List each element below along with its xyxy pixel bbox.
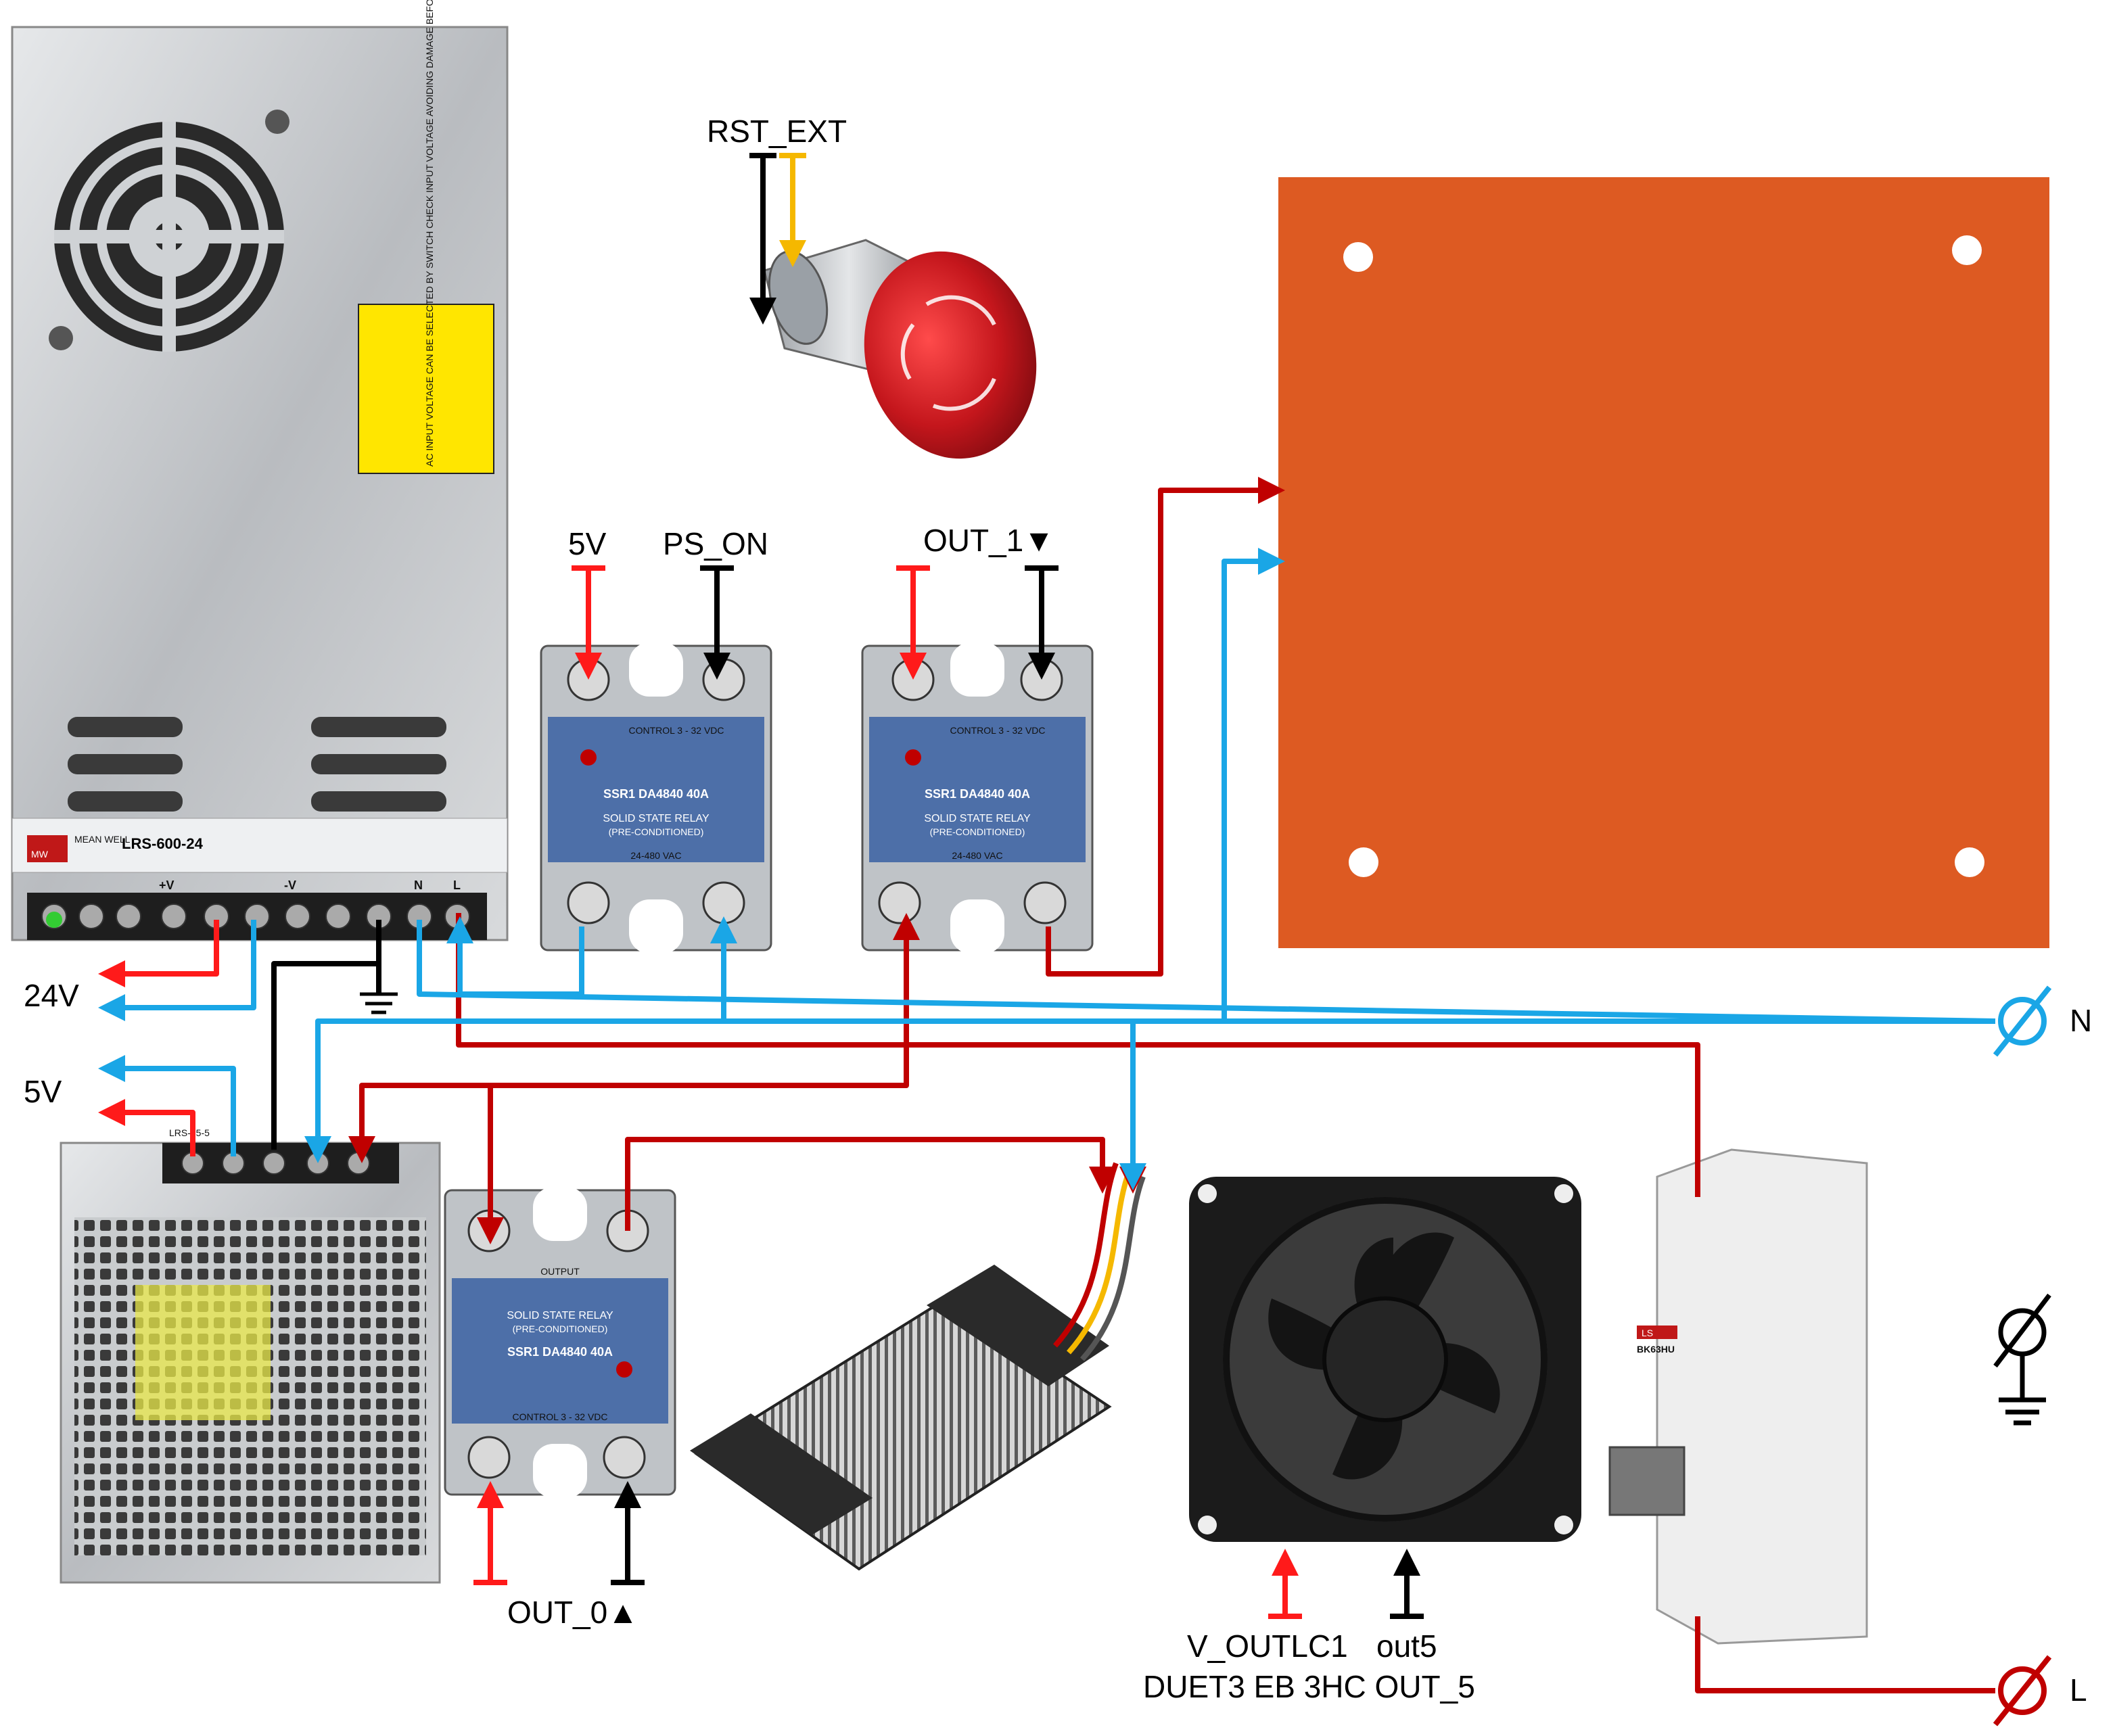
circuit-breaker: LS BK63HU: [1608, 1148, 1868, 1645]
term-l: L: [453, 878, 461, 892]
psu-small-model: LRS-35-5: [169, 1127, 210, 1138]
label-live: L: [2070, 1672, 2087, 1708]
ssr-title: SOLID STATE RELAY: [603, 813, 710, 824]
label-v-outlc1: V_OUTLC1: [1187, 1628, 1348, 1664]
ssr-output-range: 24-480 VAC: [952, 850, 1002, 861]
label-out5: out5: [1376, 1628, 1437, 1664]
breaker-model: BK63HU: [1637, 1344, 1675, 1355]
ssr-subtitle: (PRE-CONDITIONED): [609, 826, 704, 837]
psu-24v-plus: [98, 920, 219, 987]
ssr-title: SOLID STATE RELAY: [924, 813, 1031, 824]
svg-text:MW: MW: [31, 849, 49, 860]
label-out-0: OUT_0▲: [507, 1595, 638, 1630]
psu-main: AC INPUT VOLTAGE CAN BE SELECTED BY SWIT…: [11, 0, 509, 941]
neutral-to-heatbed: [1222, 548, 1285, 1021]
ssr-ps-on: SSR1 DA4840 40A SOLID STATE RELAY (PRE-C…: [540, 642, 772, 954]
label-out-1: OUT_1▼: [923, 523, 1054, 558]
ssr0-to-heater: [625, 1137, 1116, 1231]
warning-text: AC INPUT VOLTAGE CAN BE SELECTED BY SWIT…: [424, 0, 435, 467]
neutral-ssr-ps-on: [446, 916, 584, 997]
ssr-model: SSR1 DA4840 40A: [507, 1345, 613, 1359]
ssr-output: OUTPUT: [540, 1266, 580, 1277]
neutral-bus: [417, 920, 1996, 1024]
psu-5v-minus: [98, 1055, 236, 1156]
psu-main-model: LRS-600-24: [122, 835, 204, 852]
psu-main-terminals: [41, 904, 470, 929]
ground-link: [271, 920, 381, 1150]
psu-24v-minus: [98, 920, 256, 1021]
ssr-subtitle: (PRE-CONDITIONED): [513, 1323, 608, 1334]
live-to-psu-small: [348, 1045, 909, 1163]
label-5v-left: 5V: [24, 1074, 62, 1109]
ssr-model: SSR1 DA4840 40A: [603, 787, 709, 801]
live-terminal-icon: [1993, 1655, 2052, 1727]
ssr-model: SSR1 DA4840 40A: [925, 787, 1030, 801]
breaker-to-l: [1695, 1616, 1995, 1693]
ssr-control: CONTROL 3 - 32 VDC: [512, 1411, 607, 1422]
breaker-brand: LS: [1642, 1328, 1653, 1338]
pe-ground-icon: [1993, 1293, 2051, 1426]
label-duet3: DUET3 EB 3HC OUT_5: [1143, 1669, 1475, 1704]
neutral-to-psu-small: [304, 1018, 609, 1163]
rotate-arrows-icon: [900, 295, 996, 411]
live-bus: [456, 913, 1700, 1197]
ssr-control: CONTROL 3 - 32 VDC: [628, 725, 724, 736]
ssr-out0: OUTPUT SOLID STATE RELAY (PRE-CONDITIONE…: [444, 1187, 676, 1498]
neutral-terminal-icon: [1993, 985, 2052, 1057]
label-neutral: N: [2070, 1003, 2092, 1038]
wire-end-caps: [473, 153, 1424, 1619]
cooling-fan: [1189, 1177, 1581, 1542]
ssr-title: SOLID STATE RELAY: [507, 1310, 613, 1321]
term-plus-v: +V: [159, 878, 175, 892]
label-24v: 24V: [24, 978, 79, 1013]
fan-grille-icon: [54, 122, 284, 352]
psu-main-brand: MEAN WELL: [74, 834, 131, 845]
ptc-heater: [690, 1162, 1146, 1571]
heatbed: [1278, 177, 2049, 948]
emergency-stop-button: [763, 239, 1037, 459]
label-5v-top: 5V: [568, 526, 607, 561]
label-rst-ext: RST_EXT: [707, 114, 847, 149]
ground-icon: [360, 992, 398, 1014]
term-minus-v: -V: [284, 878, 296, 892]
ssr-output-range: 24-480 VAC: [630, 850, 681, 861]
psu-5v-plus: [98, 1099, 195, 1156]
warning-label: [358, 304, 494, 474]
psu-small: LRS-35-5: [60, 1127, 441, 1584]
ssr-control: CONTROL 3 - 32 VDC: [950, 725, 1045, 736]
svg-text:AC INPUT VOLTAGE CAN BE SELECT: AC INPUT VOLTAGE CAN BE SELECTED BY SWIT…: [424, 0, 435, 467]
label-ps-on: PS_ON: [663, 526, 768, 561]
ssr-subtitle: (PRE-CONDITIONED): [930, 826, 1025, 837]
ssr-out1: SSR1 DA4840 40A SOLID STATE RELAY (PRE-C…: [861, 642, 1094, 954]
wires: [98, 156, 1996, 1693]
term-n: N: [414, 878, 423, 892]
ssr1-to-heatbed: [1046, 477, 1285, 977]
